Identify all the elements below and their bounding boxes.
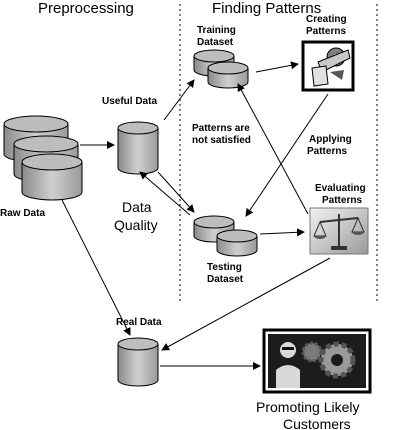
- arrow-useful-to-training: [163, 79, 195, 121]
- label-promoting-line1: Promoting Likely: [256, 399, 360, 415]
- arrow-training-to-creating: [255, 61, 299, 73]
- raw-data-cylinders: [3, 115, 83, 201]
- section-title-finding-patterns: Finding Patterns: [212, 0, 321, 17]
- useful-data-cylinder: [117, 121, 159, 175]
- label-applying-patterns-line1: Applying: [309, 134, 352, 145]
- arrow-testing-to-evaluating: [259, 228, 305, 237]
- label-training-dataset-line1: Training: [197, 25, 236, 36]
- label-useful-data: Useful Data: [102, 96, 157, 107]
- label-raw-data: Raw Data: [0, 208, 45, 219]
- arrow-testing-to-useful: [139, 171, 191, 216]
- label-testing-dataset-line2: Dataset: [207, 274, 244, 285]
- arrow-evaluating-to-training: [237, 83, 309, 215]
- section-title-preprocessing: Preprocessing: [38, 0, 134, 17]
- gear-hand-icon: [301, 40, 355, 92]
- arrow-raw-to-real: [61, 199, 131, 336]
- label-applying-patterns-line2: Patterns: [307, 146, 347, 157]
- balance-scale-icon: [309, 207, 369, 255]
- label-creating-patterns-line2: Patterns: [306, 26, 346, 37]
- label-promoting-line2: Customers: [283, 416, 351, 430]
- label-patterns-not-satisfied-line1: Patterns are: [192, 123, 250, 134]
- label-testing-dataset-line1: Testing: [207, 262, 242, 273]
- label-data-quality-line2: Quality: [114, 217, 158, 233]
- label-training-dataset-line2: Dataset: [197, 37, 234, 48]
- arrow-useful-to-testing: [157, 171, 195, 213]
- training-dataset-cylinders: [193, 49, 249, 89]
- real-data-cylinder: [117, 337, 159, 387]
- label-data-quality-line1: Data: [122, 199, 152, 215]
- label-evaluating-patterns-line1: Evaluating: [315, 183, 366, 194]
- label-evaluating-patterns-line2: Patterns: [322, 195, 362, 206]
- label-creating-patterns-line1: Creating: [306, 14, 347, 25]
- label-patterns-not-satisfied-line2: not satisfied: [192, 135, 251, 146]
- testing-dataset-cylinders: [193, 215, 258, 257]
- label-real-data: Real Data: [116, 317, 162, 328]
- person-gears-icon: [262, 328, 372, 394]
- arrow-evaluating-to-real: [161, 257, 331, 351]
- arrow-creating-to-testing: [245, 93, 329, 217]
